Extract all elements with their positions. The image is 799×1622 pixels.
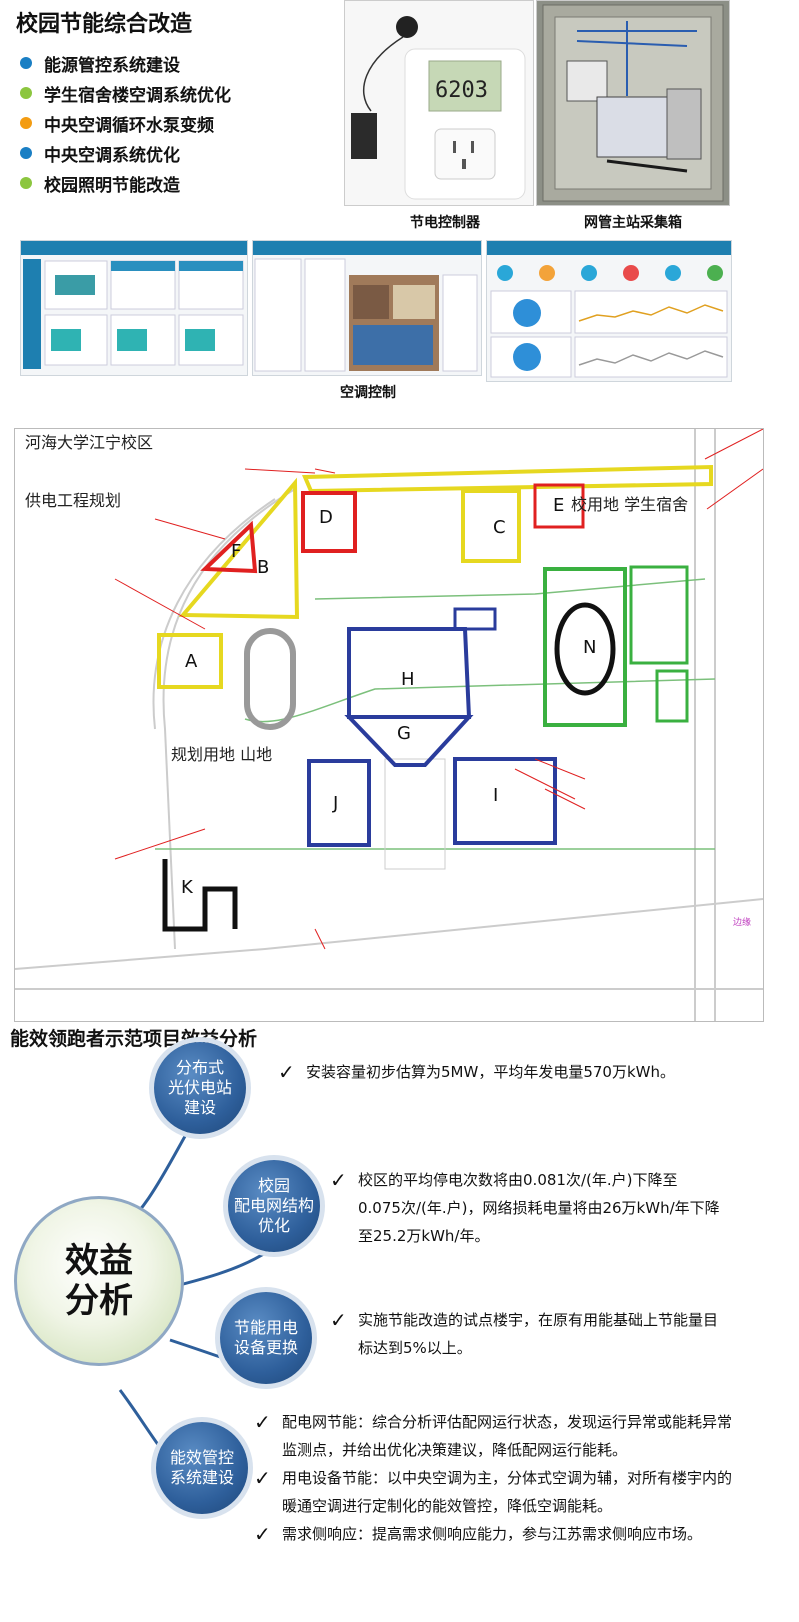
zone-h-label: H <box>401 669 415 690</box>
check-icon: ✓ <box>278 1060 295 1084</box>
caption-collection-box: 网管主站采集箱 <box>584 215 682 231</box>
zone-e-label: E <box>553 495 565 516</box>
controller-illustration: 6203 <box>351 16 526 200</box>
bullet-item: 学生宿舍楼空调系统优化 <box>20 78 231 108</box>
map-mountain-label: 规划用地 山地 <box>171 745 273 764</box>
check-icon: ✓ <box>330 1168 347 1192</box>
zone-c-label: C <box>493 517 506 538</box>
benefit-item: ✓配电网节能：综合分析评估配网运行状态，发现运行异常或能耗异常监测点，并给出优化… <box>254 1410 733 1459</box>
zone-j-label: J <box>333 793 339 814</box>
collection-box-photo <box>536 0 730 206</box>
bullet-dot <box>20 147 32 159</box>
zone-a-label: A <box>185 651 198 672</box>
campus-map-drawing <box>15 429 763 1021</box>
bullet-dot <box>20 57 32 69</box>
benefit-item: ✓需求侧响应：提高需求侧响应能力，参与江苏需求侧响应市场。 <box>254 1522 703 1546</box>
ac-control-illustration <box>254 258 478 372</box>
campus-map: 河海大学江宁校区 供电工程规划 校用地 学生宿舍 规划用地 山地 边缘 A B … <box>14 428 764 1022</box>
zone-d-label: D <box>319 507 333 528</box>
node-management-system: 能效管控 系统建设 <box>156 1422 248 1514</box>
check-icon: ✓ <box>254 1410 271 1434</box>
benefit-list-pv: ✓安装容量初步估算为5MW，平均年发电量570万kWh。 <box>278 1058 718 1086</box>
node-pv-station: 分布式 光伏电站 建设 <box>154 1042 246 1134</box>
benefit-item: ✓安装容量初步估算为5MW，平均年发电量570万kWh。 <box>278 1060 675 1084</box>
node-grid-optimization: 校园 配电网结构 优化 <box>228 1160 320 1252</box>
benefit-list-equipment: ✓实施节能改造的试点楼宇，在原有用能基础上节能量目标达到5%以上。 <box>330 1306 720 1362</box>
map-campus-name: 河海大学江宁校区 <box>25 433 154 452</box>
energy-dashboard-illustration <box>490 265 728 378</box>
bullet-dot <box>20 117 32 129</box>
bullet-item: 中央空调系统优化 <box>20 138 231 168</box>
benefit-item: ✓校区的平均停电次数将由0.081次/(年.户)下降至0.075次/(年.户)，… <box>330 1168 720 1245</box>
screenshot-header-bar <box>487 241 731 255</box>
zone-f-label: F <box>231 541 242 562</box>
screenshot-pump-monitor <box>20 240 248 376</box>
bullet-dot <box>20 87 32 99</box>
check-icon: ✓ <box>330 1308 347 1332</box>
node-equipment-replacement: 节能用电 设备更换 <box>220 1292 312 1384</box>
collection-box-illustration <box>542 4 724 202</box>
bullet-item: 中央空调循环水泵变频 <box>20 108 231 138</box>
benefit-list-grid: ✓校区的平均停电次数将由0.081次/(年.户)下降至0.075次/(年.户)，… <box>330 1166 720 1250</box>
screenshot-energy-dashboard <box>486 240 732 382</box>
bullet-item: 能源管控系统建设 <box>20 48 231 78</box>
caption-controller: 节电控制器 <box>410 215 480 231</box>
zone-k-label: K <box>181 877 193 898</box>
benefit-hub: 效益 分析 <box>14 1196 184 1366</box>
benefit-item: ✓实施节能改造的试点楼宇，在原有用能基础上节能量目标达到5%以上。 <box>330 1308 719 1357</box>
zone-n-label: N <box>583 637 597 658</box>
zone-g-label: G <box>397 723 411 744</box>
check-icon: ✓ <box>254 1522 271 1546</box>
bullet-list: 能源管控系统建设 学生宿舍楼空调系统优化 中央空调循环水泵变频 中央空调系统优化… <box>20 48 231 198</box>
map-edge-label: 边缘 <box>733 918 752 928</box>
page-title: 校园节能综合改造 <box>16 12 193 37</box>
bullet-item: 校园照明节能改造 <box>20 168 231 198</box>
zone-b-label: B <box>257 557 270 578</box>
check-icon: ✓ <box>254 1466 271 1490</box>
benefit-item: ✓用电设备节能：以中央空调为主，分体式空调为辅，对所有楼宇内的暖通空调进行定制化… <box>254 1466 733 1515</box>
zone-i-label: I <box>493 785 499 806</box>
screenshot-header-bar <box>253 241 481 255</box>
benefit-list-management: ✓配电网节能：综合分析评估配网运行状态，发现运行异常或能耗异常监测点，并给出优化… <box>254 1408 734 1548</box>
bullet-dot <box>20 177 32 189</box>
screenshot-ac-control <box>252 240 482 376</box>
screenshot-header-bar <box>21 241 247 255</box>
controller-photo: 6203 <box>344 0 534 206</box>
pump-monitor-illustration <box>23 259 244 369</box>
lcd-readout: 6203 <box>435 78 488 103</box>
caption-ac-control: 空调控制 <box>340 385 396 401</box>
map-dorm-label: 校用地 学生宿舍 <box>571 495 689 514</box>
map-plan-title: 供电工程规划 <box>25 491 122 510</box>
